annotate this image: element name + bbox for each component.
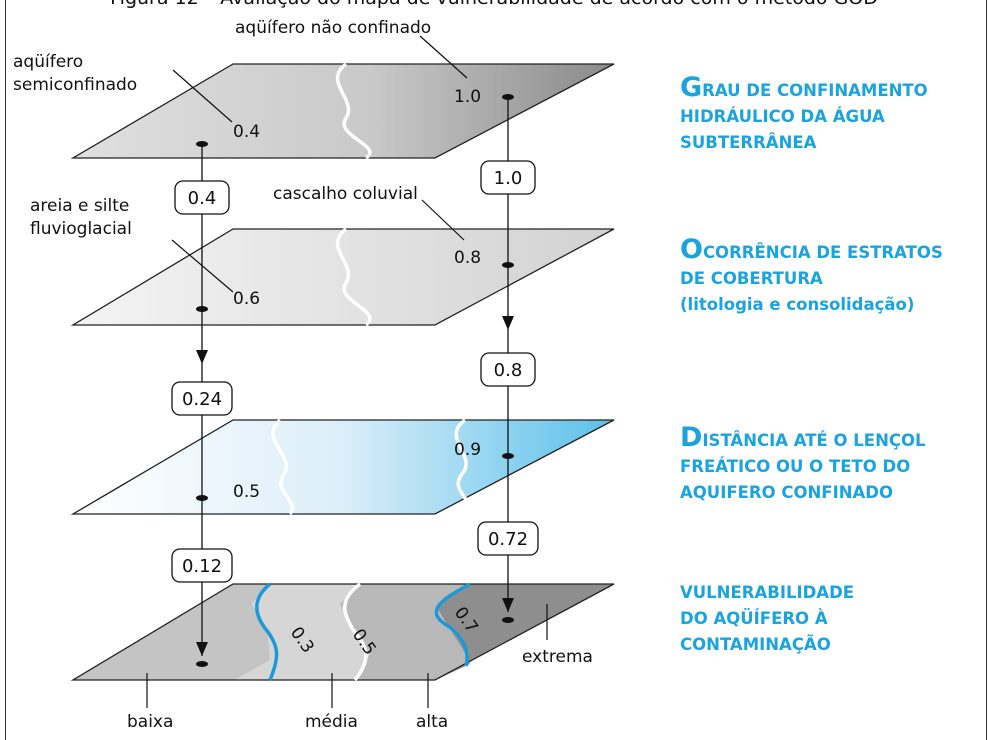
layer-g-plane xyxy=(70,63,615,159)
right-product-box-1 xyxy=(480,160,536,195)
layer-o-left-label-line1: areia e silte xyxy=(30,196,129,216)
layer-d-right-value: 0.9 xyxy=(454,440,481,460)
layer-v-contour-03 xyxy=(255,582,279,681)
right-product-box-2 xyxy=(480,352,536,387)
layer-d-left-value: 0.5 xyxy=(233,482,260,502)
layer-o-plane xyxy=(70,228,615,326)
left-product-box-1 xyxy=(174,180,230,215)
class-alta-label: alta xyxy=(416,712,448,732)
layer-o-right-leader xyxy=(421,199,465,241)
layer-g-boundary-line xyxy=(335,62,372,160)
layer-g-left-value: 0.4 xyxy=(233,122,260,142)
left-product-value-3: 0.12 xyxy=(182,556,222,577)
layer-o: areia e silte fluvioglacial cascalho col… xyxy=(30,184,615,327)
layer-g: aqüífero semiconfinado aqüífero não conf… xyxy=(13,18,615,160)
caption-o-line1: OCORRÊNCIA DE ESTRATOS xyxy=(680,234,943,265)
layer-v-plane-outline xyxy=(70,583,615,681)
figure-caption: Figura 12 – Avaliação do mapa de vulnera… xyxy=(0,0,988,9)
layer-g-left-leader xyxy=(172,69,233,123)
caption-g-line3: SUBTERRÂNEA xyxy=(680,133,817,152)
caption-d-initial: D xyxy=(680,422,702,453)
layer-g-left-label-line1: aqüífero xyxy=(13,52,83,72)
class-media-label: média xyxy=(305,712,358,732)
frame-left-border xyxy=(5,0,6,740)
layer-g-right-value: 1.0 xyxy=(454,87,481,107)
layer-v-contour-07 xyxy=(434,582,471,667)
left-product-value-1: 0.4 xyxy=(188,188,217,209)
caption-o: OCORRÊNCIA DE ESTRATOS DE COBERTURA (lit… xyxy=(680,234,943,314)
left-product-box-3 xyxy=(171,548,233,583)
caption-d: DISTÂNCIA ATÉ O LENÇOL FREÁTICO OU O TET… xyxy=(680,422,926,502)
right-product-value-1: 1.0 xyxy=(494,168,523,189)
layer-v-zone-baixa xyxy=(73,584,270,680)
layer-o-boundary-line xyxy=(335,227,372,327)
caption-v-line2: DO AQÜÍFERO À xyxy=(680,609,828,628)
class-extrema-label: extrema xyxy=(522,647,593,667)
caption-o-line2: DE COBERTURA xyxy=(680,269,823,288)
caption-v: VULNERABILIDADE DO AQÜÍFERO À CONTAMINAÇ… xyxy=(680,583,854,654)
layer-g-right-leader xyxy=(419,35,468,79)
caption-g-line2: HIDRÁULICO DA ÁGUA xyxy=(680,107,885,126)
caption-g-line1-rest: RAU DE CONFINAMENTO xyxy=(702,81,928,100)
caption-d-line2: FREÁTICO OU O TETO DO xyxy=(680,457,910,476)
left-arrowhead-1 xyxy=(196,350,208,364)
caption-d-line3: AQUIFERO CONFINADO xyxy=(680,483,893,502)
layer-d-boundary-line-1 xyxy=(271,418,294,516)
caption-o-initial: O xyxy=(680,234,703,265)
caption-g-line1: GRAU DE CONFINAMENTO xyxy=(680,72,928,103)
layer-g-right-label: aqüífero não confinado xyxy=(235,18,431,38)
caption-g: GRAU DE CONFINAMENTO HIDRÁULICO DA ÁGUA … xyxy=(680,72,928,152)
left-product-value-2: 0.24 xyxy=(182,389,222,410)
caption-d-line1-rest: ISTÂNCIA ATÉ O LENÇOL xyxy=(702,431,926,450)
caption-o-line1-rest: CORRÊNCIA DE ESTRATOS xyxy=(703,243,943,262)
layer-g-left-label-line2: semiconfinado xyxy=(13,75,137,95)
left-product-box-2 xyxy=(171,381,233,416)
layer-o-left-label-line2: fluvioglacial xyxy=(30,219,132,239)
class-baixa-label: baixa xyxy=(127,712,173,732)
right-product-box-3 xyxy=(477,521,539,556)
layer-d: 0.5 0.9 xyxy=(70,418,615,516)
right-product-value-2: 0.8 xyxy=(494,360,523,381)
layer-v-contour-05 xyxy=(343,582,368,682)
caption-d-line1: DISTÂNCIA ATÉ O LENÇOL xyxy=(680,422,926,453)
layer-v: 0.3 0.5 0.7 baixa média alta extrema xyxy=(70,582,615,732)
right-flow: 1.0 0.8 0.72 xyxy=(477,97,539,612)
right-arrowhead-2 xyxy=(502,598,514,612)
layer-v-zone-media xyxy=(235,584,370,680)
caption-g-initial: G xyxy=(680,72,702,103)
caption-v-line1: VULNERABILIDADE xyxy=(680,583,854,602)
frame-right-border xyxy=(986,0,987,740)
right-product-value-3: 0.72 xyxy=(488,529,528,550)
layer-d-plane xyxy=(70,419,615,515)
layer-v-left-point xyxy=(196,661,208,667)
caption-v-line3: CONTAMINAÇÃO xyxy=(680,635,831,654)
left-arrowhead-2 xyxy=(196,642,208,656)
layer-o-right-label: cascalho coluvial xyxy=(273,184,418,204)
caption-o-line3: (litologia e consolidação) xyxy=(680,295,914,314)
right-arrowhead-1 xyxy=(502,316,514,330)
layer-v-zone-alta xyxy=(340,584,470,680)
left-flow: 0.4 0.24 0.12 xyxy=(171,144,233,656)
layer-o-right-value: 0.8 xyxy=(454,248,481,268)
layer-o-left-value: 0.6 xyxy=(233,289,260,309)
layer-d-boundary-line-2 xyxy=(454,418,471,516)
layer-v-right-point xyxy=(502,617,514,623)
